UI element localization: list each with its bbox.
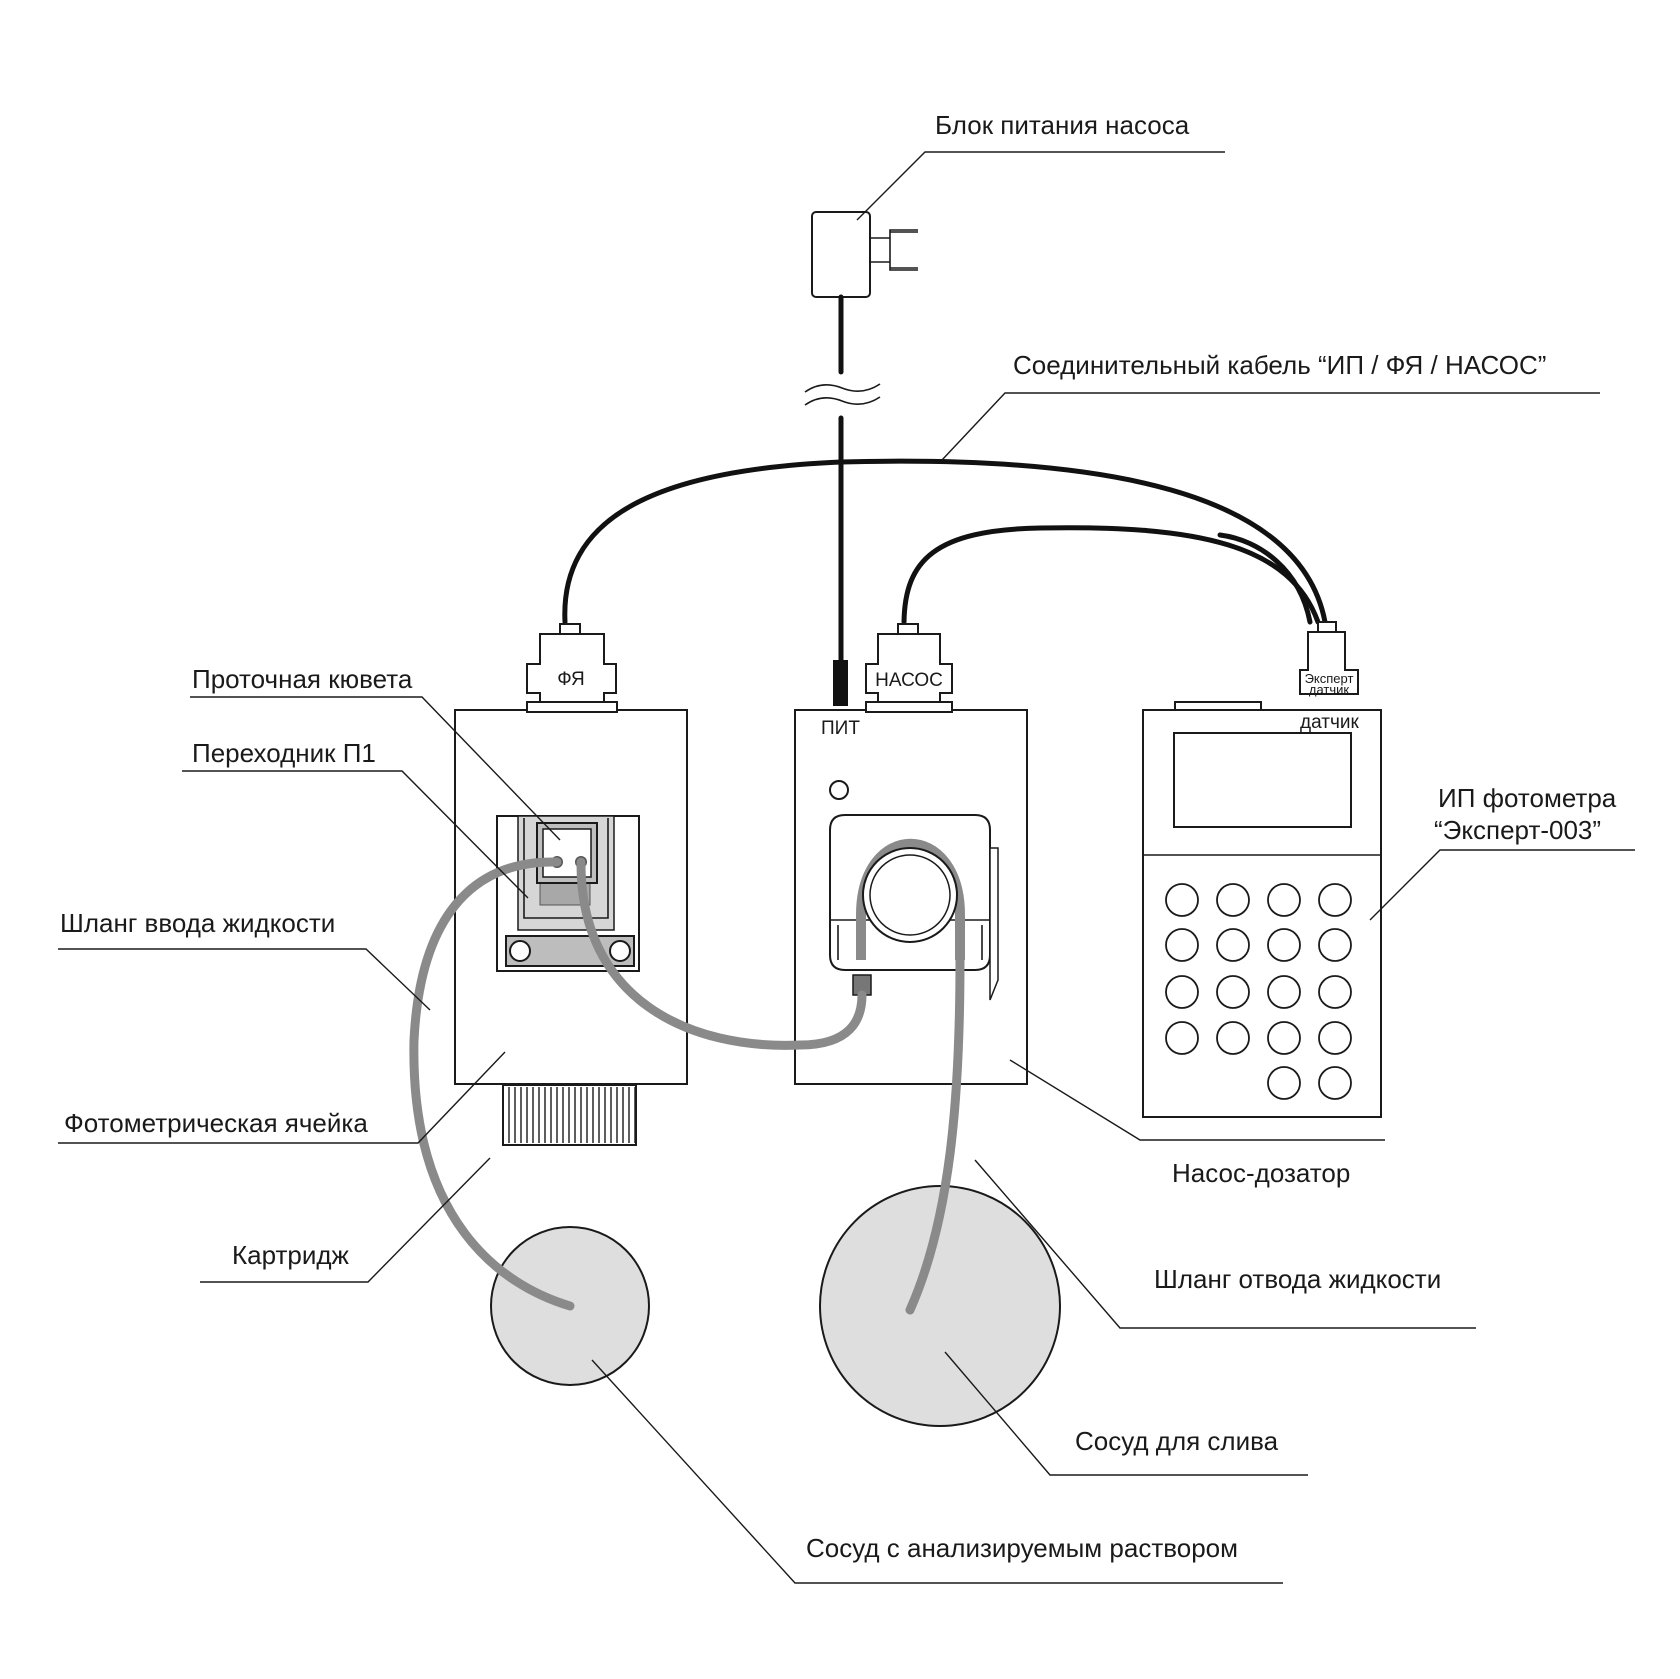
keypad-key[interactable]: [1267, 1021, 1301, 1055]
keypad-key[interactable]: [1216, 1021, 1250, 1055]
connector-nasos-label: НАСОС: [875, 670, 943, 691]
drain-vessel: [819, 1185, 1061, 1427]
connector-fya: ФЯ: [526, 623, 618, 713]
keypad-key[interactable]: [1318, 883, 1352, 917]
label-photometer-ip-2: “Эксперт-003”: [1434, 815, 1601, 845]
keypad-key[interactable]: [1165, 975, 1199, 1009]
cartridge-ribs: [508, 1087, 636, 1143]
label-pump-power-unit: Блок питания насоса: [935, 110, 1190, 140]
power-adapter: [811, 211, 918, 298]
labels: Блок питания насоса Соединительный кабел…: [60, 110, 1617, 1563]
connecting-cable: [562, 458, 1328, 625]
pump-feed-hose: [576, 857, 867, 1050]
label-dosing-pump: Насос-дозатор: [1172, 1158, 1350, 1188]
keypad-key[interactable]: [1216, 883, 1250, 917]
keypad-key[interactable]: [1216, 928, 1250, 962]
label-cartridge: Картридж: [232, 1240, 350, 1270]
outlet-hose: [905, 955, 965, 1315]
label-photometric-cell: Фотометрическая ячейка: [64, 1108, 368, 1138]
label-flow-cuvette: Проточная кювета: [192, 664, 413, 694]
label-inlet-hose: Шланг ввода жидкости: [60, 908, 335, 938]
connector-expert-line2: датчик: [1309, 682, 1350, 697]
connector-fya-label: ФЯ: [557, 669, 585, 690]
label-sample-vessel: Сосуд с анализируемым раствором: [806, 1533, 1238, 1563]
label-connecting-cable: Соединительный кабель “ИП / ФЯ / НАСОС”: [1013, 350, 1546, 380]
pump-indicator-led: [829, 780, 849, 800]
leader-lines: [58, 151, 1635, 1584]
cartridge: [502, 1084, 637, 1146]
power-plug: [833, 660, 848, 706]
connector-expert: Эксперт датчик: [1299, 621, 1359, 697]
keypad-key[interactable]: [1165, 928, 1199, 962]
photometer-ip: Эксперт датчик датчик: [1142, 621, 1382, 1118]
power-cable: [804, 294, 881, 706]
label-outlet-hose: Шланг отвода жидкости: [1154, 1264, 1441, 1294]
keypad-key[interactable]: [1267, 1066, 1301, 1100]
keypad-key[interactable]: [1267, 928, 1301, 962]
keypad-key[interactable]: [1216, 975, 1250, 1009]
connector-pit-label: ПИТ: [821, 718, 860, 739]
keypad-key[interactable]: [1318, 1066, 1352, 1100]
photometer-keypad: [1165, 883, 1352, 1100]
connector-nasos: НАСОС: [865, 623, 953, 713]
keypad-key[interactable]: [1318, 928, 1352, 962]
label-drain-vessel: Сосуд для слива: [1075, 1426, 1279, 1456]
label-adapter-p1: Переходник П1: [192, 738, 376, 768]
keypad-key[interactable]: [1318, 975, 1352, 1009]
connector-expert-line1: Эксперт: [1305, 671, 1354, 686]
keypad-key[interactable]: [1165, 1021, 1199, 1055]
inlet-hose: [409, 857, 575, 1311]
dosing-pump: НАСОС ПИТ: [794, 623, 1028, 1085]
photometric-cell: ФЯ: [454, 623, 688, 1085]
keypad-key[interactable]: [1165, 883, 1199, 917]
keypad-key[interactable]: [1267, 883, 1301, 917]
photometer-display: [1173, 732, 1352, 828]
keypad-key[interactable]: [1267, 975, 1301, 1009]
label-photometer-ip-1: ИП фотометра: [1438, 783, 1617, 813]
connector-datchik-label: датчик: [1300, 712, 1359, 733]
keypad-key[interactable]: [1318, 1021, 1352, 1055]
